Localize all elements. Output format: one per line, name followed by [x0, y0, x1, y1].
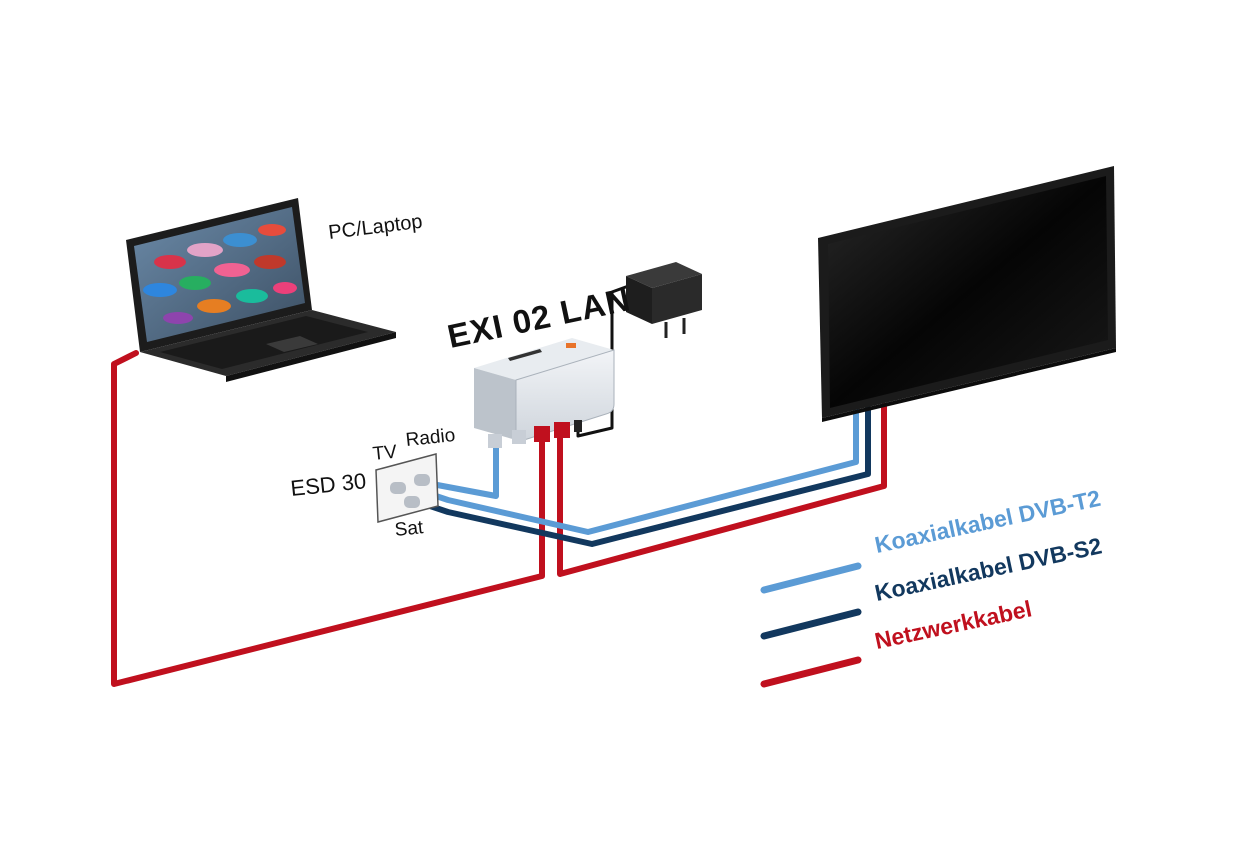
laptop-keyboard [160, 316, 368, 369]
coax-dvb-t2-cable-exi [429, 443, 499, 499]
lan-port-connector [534, 426, 550, 442]
power-cable [576, 282, 636, 438]
esd30-wall-socket [375, 453, 439, 523]
coax-port-connector [488, 434, 502, 448]
device-front [474, 368, 516, 440]
laptop [126, 198, 396, 382]
legend-swatch-coax-dvb-t2 [760, 562, 862, 594]
tv-bottom-edge [822, 348, 1116, 422]
power-port-connector [574, 420, 582, 432]
radio-port-connector [414, 474, 430, 486]
legend-swatches [760, 562, 862, 688]
device-top [474, 338, 614, 380]
sat-port-connector [404, 496, 420, 508]
cables [111, 282, 887, 687]
exi-02-lan-device [474, 338, 615, 448]
device-status-led [566, 343, 576, 348]
coax-port-connector [512, 430, 526, 444]
lan-port-connector [554, 422, 570, 438]
network-cable-tv [557, 403, 887, 577]
television [818, 166, 1116, 422]
tv-port-label: TV [371, 441, 399, 466]
coax-dvb-s2-cable [421, 405, 871, 547]
legend-swatch-coax-dvb-s2 [760, 608, 862, 640]
tv-port-connector [390, 482, 406, 494]
laptop-front-edge [226, 332, 396, 382]
laptop-touchpad [266, 336, 318, 352]
device-card-slot [508, 349, 542, 361]
coax-dvb-t2-cable-tv [421, 405, 859, 535]
power-adapter [626, 262, 702, 338]
tv-screen [828, 176, 1108, 408]
legend-swatch-network [760, 656, 862, 688]
sat-port-label: Sat [393, 517, 425, 542]
umbrella-photo [143, 224, 297, 324]
